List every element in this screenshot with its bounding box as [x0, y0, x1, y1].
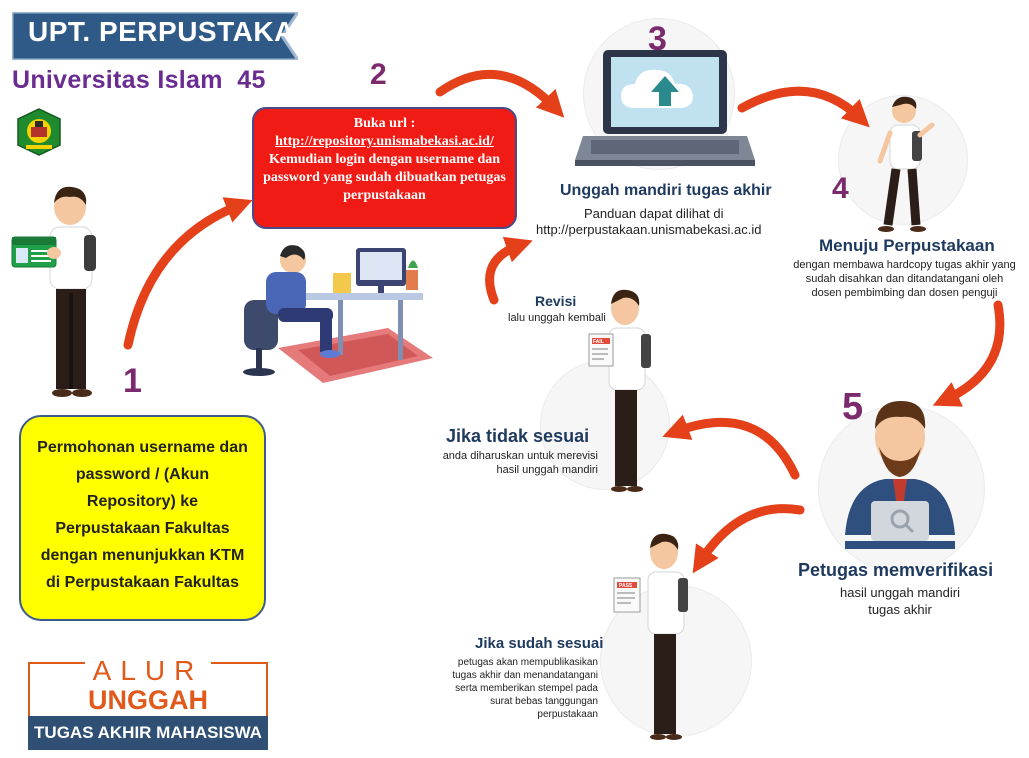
step-2-line2: Kemudian login dengan username dan passw… — [263, 152, 506, 203]
fail-label: FAIL — [593, 339, 604, 345]
step-4-title: Menuju Perpustakaan — [819, 236, 995, 255]
university-name: Universitas Islam 45 — [12, 66, 266, 94]
university-logo-icon — [17, 108, 61, 156]
revisi-circle — [540, 360, 670, 490]
arrow-1-to-2 — [123, 197, 253, 350]
step-2-line1: Buka url : — [353, 116, 416, 131]
step-4-desc: dengan membawa hardcopy tugas akhir yang… — [793, 259, 1016, 299]
footer-alur-text: ALUR — [84, 655, 212, 686]
step-2-box: Buka url : http://repository.unismabekas… — [252, 107, 517, 229]
header-title: UPT. PERPUSTAKAAN — [28, 16, 337, 47]
step-5-desc: hasil unggah mandiri tugas akhir — [840, 585, 960, 617]
step-3-number: 3 — [648, 20, 667, 58]
arrow-5-to-tidak-sesuai — [662, 414, 800, 480]
step-3-desc1: Panduan dapat dilihat di — [584, 206, 724, 221]
step-3-title: Unggah mandiri tugas akhir — [560, 182, 772, 199]
arrow-3-to-4 — [737, 86, 870, 128]
laptop-upload-illustration — [575, 50, 755, 166]
pass-label: PASS — [619, 583, 633, 589]
step-1-box: Permohonan username dan password / (Akun… — [19, 415, 266, 621]
step-1-number: 1 — [123, 362, 142, 400]
revisi-title: Revisi — [535, 293, 577, 309]
step-4-number: 4 — [832, 172, 849, 205]
step-3-link: http://perpustakaan.unismabekasi.ac.id — [536, 222, 762, 237]
arrow-4-to-5 — [932, 300, 1005, 407]
student-with-card-illustration — [11, 186, 96, 397]
student-pass-illustration: PASS — [613, 533, 688, 740]
step-5-number: 5 — [842, 386, 864, 428]
sudah-sesuai-desc: petugas akan mempublikasikan tugas akhir… — [452, 657, 598, 720]
step-2-number: 2 — [370, 58, 387, 91]
arrow-5-to-sudah-sesuai — [692, 504, 805, 574]
footer-alur: ALUR — [28, 655, 268, 687]
revisi-desc: lalu unggah kembali — [508, 312, 606, 324]
student-at-desk-illustration — [243, 245, 433, 383]
arrow-revisi-to-3 — [485, 236, 533, 305]
tidak-sesuai-desc: anda diharuskan untuk merevisi hasil ung… — [442, 450, 598, 476]
repository-url: http://repository.unismabekasi.ac.id/ — [275, 134, 494, 149]
sudah-sesuai-title: Jika sudah sesuai — [475, 635, 604, 652]
walking-student-illustration — [877, 96, 935, 232]
step-5-title: Petugas memverifikasi — [798, 560, 994, 580]
verifying-officer-illustration — [845, 401, 955, 549]
header-banner — [12, 12, 298, 60]
student-fail-illustration: FAIL — [588, 289, 651, 492]
arrow-2-to-3 — [435, 69, 565, 118]
tidak-sesuai-title: Jika tidak sesuai — [446, 426, 590, 446]
footer-tugas-akhir: TUGAS AKHIR MAHASISWA — [28, 716, 268, 750]
